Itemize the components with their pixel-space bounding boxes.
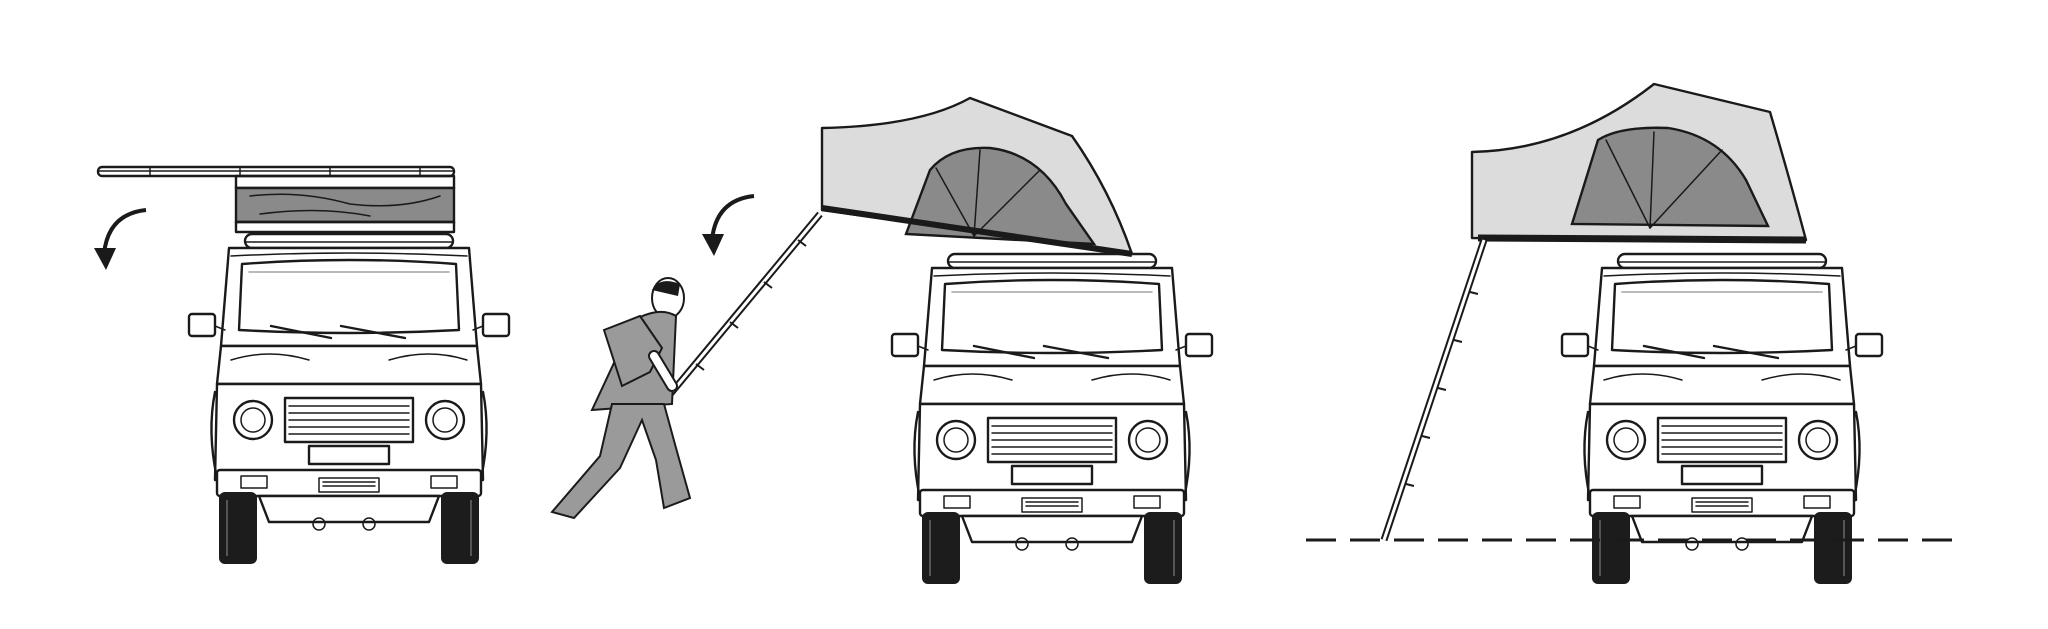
rotate-arrow-icon [94, 208, 147, 270]
person-figure [550, 277, 692, 520]
step-3 [1306, 82, 1954, 586]
rotate-arrow-icon [702, 194, 755, 256]
tent-canopy [820, 96, 1134, 257]
tent-canopy [1470, 82, 1808, 244]
vehicle [187, 232, 511, 566]
vehicle [890, 252, 1214, 586]
vehicle [1560, 252, 1884, 586]
ladder [1380, 238, 1488, 542]
step-1 [94, 165, 511, 566]
ladder [649, 211, 823, 419]
step-2 [550, 96, 1214, 586]
folded-tent [96, 165, 456, 234]
